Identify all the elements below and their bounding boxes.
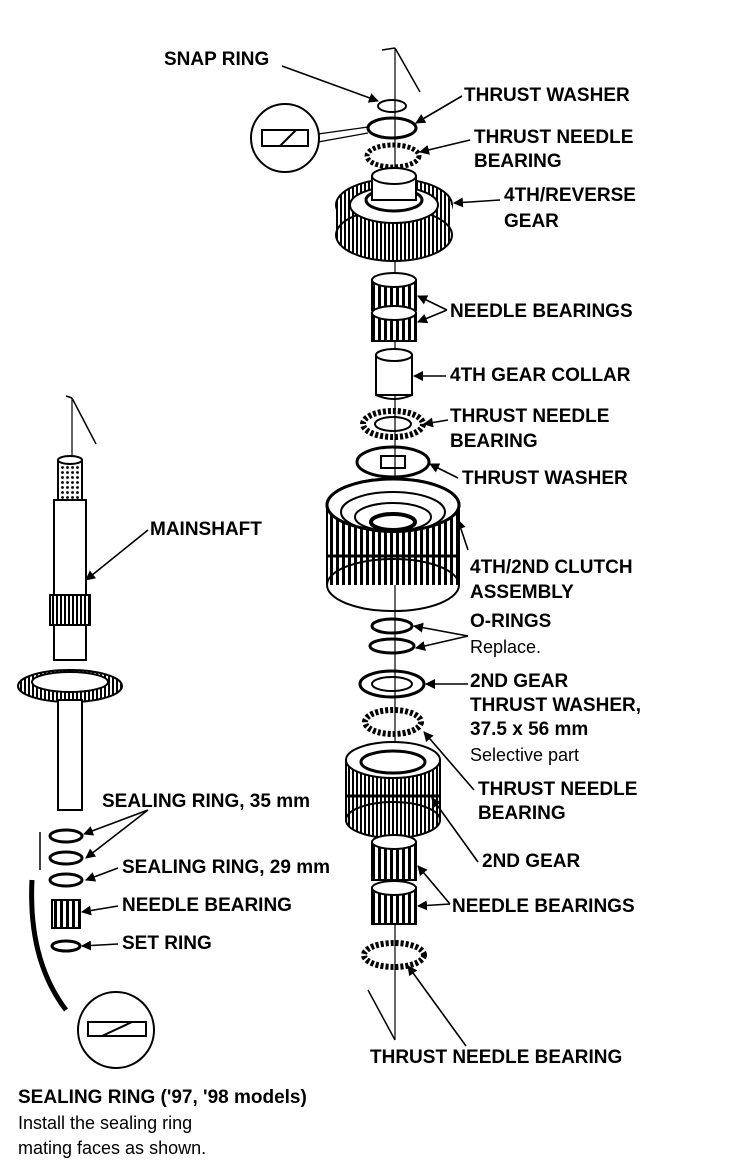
label-needle-bearings-bottom: NEEDLE BEARINGS [452,896,635,917]
sealing-ring-35-part [48,828,84,844]
clutch-assembly-part [325,477,461,612]
label-thrust-needle-bearing-bottom: THRUST NEEDLE BEARING [370,1047,623,1068]
label-thrust-needle-bearing-2-line2: BEARING [450,431,538,452]
label-needle-bearing-left: NEEDLE BEARING [122,895,292,916]
label-clutch-assembly: 4TH/2ND CLUTCH [470,557,633,578]
label-thrust-washer-mid: THRUST WASHER [462,468,628,489]
axis-arrow-top [381,47,421,93]
note-title: SEALING RING ('97, '98 models) [18,1087,307,1108]
gear-4th-reverse-part [335,167,453,262]
gear-2nd-part [345,741,441,839]
thrust-washer-detail-circle [250,103,320,173]
label-o-rings-note: Replace. [470,637,542,657]
label-thrust-needle-bearing-2: THRUST NEEDLE [450,406,610,427]
label-2nd-gear-thrust-washer-line2: THRUST WASHER, [470,695,641,716]
thrust-needle-bearing-part-3 [362,707,424,737]
note-line-1: Install the sealing ring [18,1113,193,1133]
label-4th-reverse-gear: 4TH/REVERSE [504,185,636,206]
thrust-washer-2nd-part [358,669,426,699]
gear-collar-part [375,348,413,400]
label-thrust-washer-top: THRUST WASHER [464,85,630,106]
label-sealing-ring-29: SEALING RING, 29 mm [122,857,330,878]
mainshaft-group [17,395,155,1069]
label-2nd-gear: 2ND GEAR [482,851,581,872]
thrust-needle-bearing-part-1 [364,142,422,170]
thrust-washer-detail [250,103,369,173]
snap-ring-part [377,99,407,113]
thrust-needle-bearing-part-bottom [361,940,427,970]
needle-bearing-left-part [51,899,81,929]
label-sealing-ring-35: SEALING RING, 35 mm [102,791,310,812]
label-4th-gear-collar: 4TH GEAR COLLAR [450,365,631,386]
thrust-washer-part [366,116,418,140]
note-line-2: mating faces as shown. [18,1138,207,1158]
label-2nd-gear-thrust-washer: 2ND GEAR [470,671,569,692]
label-4th-reverse-gear-line2: GEAR [504,211,559,232]
label-thrust-needle-bearing-3: THRUST NEEDLE [478,779,638,800]
set-ring-part [50,939,82,953]
thrust-washer-mid-part [355,445,431,479]
label-thrust-needle-bearing-1-line2: BEARING [474,151,562,172]
label-clutch-assembly-line2: ASSEMBLY [470,582,574,603]
label-needle-bearings-top: NEEDLE BEARINGS [450,301,633,322]
label-2nd-gear-thrust-washer-note: Selective part [470,745,580,765]
label-snap-ring: SNAP RING [164,49,270,70]
o-ring-part-2 [368,637,416,655]
right-stack [325,47,461,1041]
leader-lines [81,65,501,1047]
label-2nd-gear-thrust-washer-size: 37.5 x 56 mm [470,719,589,740]
o-ring-part-1 [370,617,414,635]
label-set-ring: SET RING [122,933,212,954]
needle-bearings-bottom-part [371,834,417,925]
label-thrust-needle-bearing-1: THRUST NEEDLE [474,127,634,148]
sealing-ring-29-part [48,872,84,888]
needle-bearings-top-part [371,272,417,342]
thrust-needle-bearing-part-2 [360,408,426,440]
label-o-rings: O-RINGS [470,611,552,632]
label-thrust-needle-bearing-3-line2: BEARING [478,803,566,824]
label-mainshaft: MAINSHAFT [150,519,262,540]
